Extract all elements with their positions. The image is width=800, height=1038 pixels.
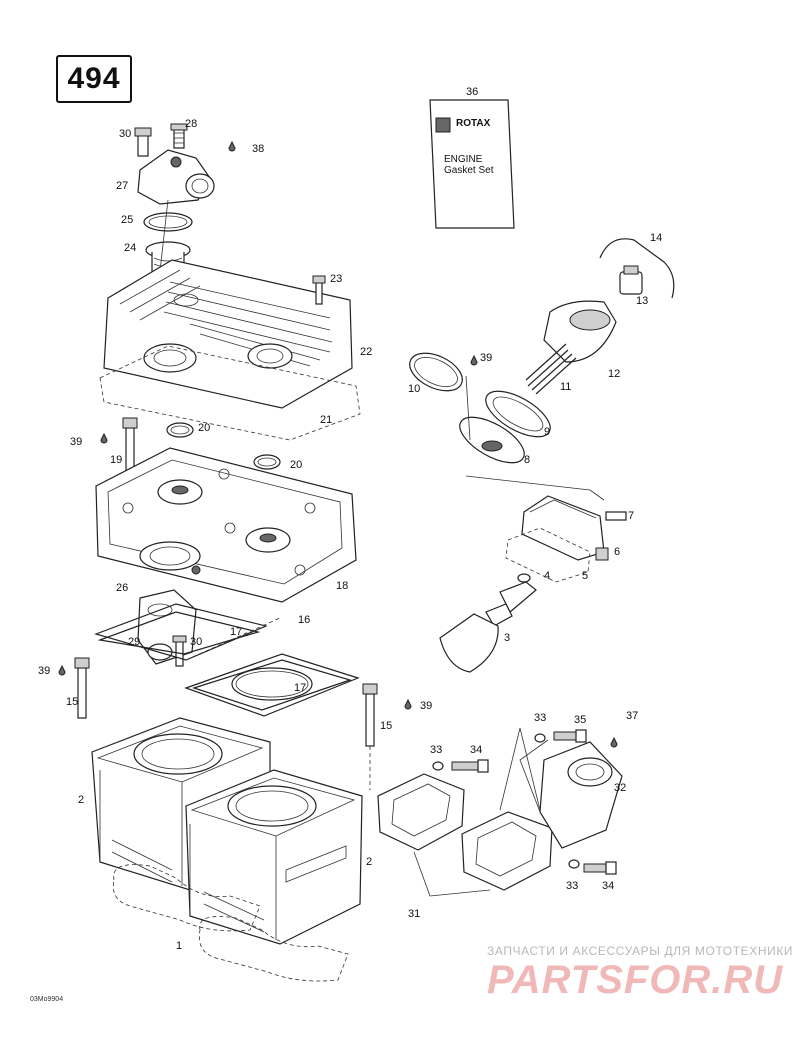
watermark-logo: PARTSFOR.RU (487, 958, 784, 1002)
callout-15-a: 15 (66, 696, 79, 708)
callout-37: 37 (626, 710, 639, 722)
callout-2-b: 2 (366, 856, 373, 868)
gasket-set-card (429, 99, 515, 229)
callout-2-a: 2 (78, 794, 85, 806)
o-ring-left (166, 422, 194, 438)
gasket-card-line2: Gasket Set (444, 165, 494, 176)
callout-35: 35 (574, 714, 587, 726)
callout-11: 11 (560, 381, 572, 393)
callout-10: 10 (408, 383, 421, 395)
document-code: 03Mo9904 (30, 996, 64, 1003)
callout-3: 3 (504, 632, 511, 644)
callout-12: 12 (608, 368, 621, 380)
thermostat-cover (134, 123, 236, 205)
callout-24: 24 (124, 242, 137, 254)
callout-14: 14 (650, 232, 663, 244)
callout-7: 7 (628, 510, 635, 522)
exhaust-fasteners (432, 729, 617, 875)
callout-34-a: 34 (470, 744, 483, 756)
callout-8: 8 (524, 454, 531, 466)
cylinder-bolts (58, 657, 412, 790)
callout-17-a: 17 (230, 626, 243, 638)
callout-33-a: 33 (534, 712, 547, 724)
cylinders (91, 717, 363, 945)
callout-39-c: 39 (38, 665, 51, 677)
head-cover-gasket (99, 345, 361, 441)
callout-20-a: 20 (198, 422, 211, 434)
cylinder-head (95, 447, 357, 603)
callout-17-b: 17 (294, 682, 307, 694)
callout-26: 26 (116, 582, 129, 594)
callout-30-b: 30 (190, 636, 203, 648)
callout-16: 16 (298, 614, 311, 626)
callout-1: 1 (176, 940, 183, 952)
cylinder-gasket (184, 653, 360, 717)
callout-32: 32 (614, 782, 627, 794)
callout-20-b: 20 (290, 459, 303, 471)
cylinder-head-cover (103, 259, 353, 409)
callout-19: 19 (110, 454, 123, 466)
callout-21: 21 (320, 414, 333, 426)
callout-39-b: 39 (70, 436, 83, 448)
callout-33-c: 33 (566, 880, 579, 892)
callout-38: 38 (252, 143, 265, 155)
callout-28: 28 (185, 118, 198, 130)
callout-39-a: 39 (480, 352, 493, 364)
callout-36: 36 (466, 86, 479, 98)
callout-33-b: 33 (430, 744, 443, 756)
callout-39-d: 39 (420, 700, 433, 712)
page-number-box: 494 (56, 55, 132, 103)
callout-27: 27 (116, 180, 129, 192)
head-gasket (94, 603, 281, 661)
gasket-card-line1: ENGINE (444, 154, 483, 165)
callout-13: 13 (636, 295, 649, 307)
callout-22: 22 (360, 346, 373, 358)
callout-5: 5 (582, 570, 589, 582)
callout-34-b: 34 (602, 880, 615, 892)
callout-18: 18 (336, 580, 349, 592)
o-ring-right (253, 454, 281, 470)
callout-25: 25 (121, 214, 134, 226)
callout-9: 9 (544, 426, 551, 438)
callout-23: 23 (330, 273, 343, 285)
callout-4: 4 (544, 570, 551, 582)
callout-30: 30 (119, 128, 132, 140)
callout-31: 31 (408, 908, 421, 920)
rotary-valve-group (409, 238, 675, 673)
exhaust-gaskets (377, 773, 553, 897)
callout-15-b: 15 (380, 720, 393, 732)
callout-29: 29 (128, 636, 141, 648)
base-gasket (112, 864, 349, 982)
gasket-card-brand: ROTAX (456, 118, 491, 129)
watermark-tagline: ЗАПЧАСТИ И АКСЕССУАРЫ ДЛЯ МОТОТЕХНИКИ (487, 944, 794, 958)
callout-6: 6 (614, 546, 621, 558)
exhaust-flange (499, 727, 623, 849)
